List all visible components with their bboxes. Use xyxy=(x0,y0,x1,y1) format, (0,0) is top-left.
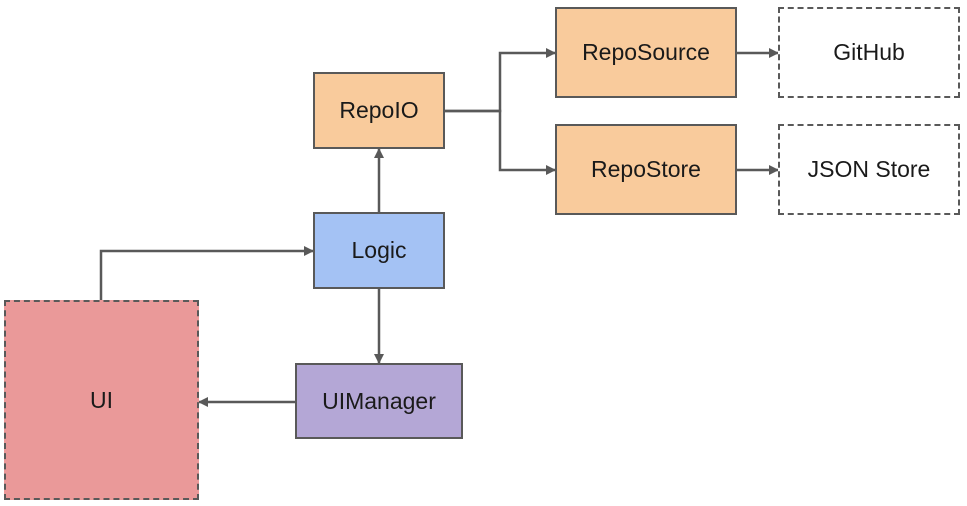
edge-repoio-to-repostore xyxy=(445,109,556,175)
logic-node: Logic xyxy=(313,212,445,289)
repostore-label: RepoStore xyxy=(591,156,701,182)
ui-label: UI xyxy=(90,386,113,413)
github-node: GitHub xyxy=(778,7,960,98)
ui-node: UI xyxy=(4,300,199,500)
reposource-label: RepoSource xyxy=(582,39,710,65)
repostore-node: RepoStore xyxy=(555,124,737,215)
json-store-node: JSON Store xyxy=(778,124,960,215)
json-store-label: JSON Store xyxy=(807,156,931,182)
edge-ui-to-logic xyxy=(99,246,314,300)
reposource-node: RepoSource xyxy=(555,7,737,98)
repoio-label: RepoIO xyxy=(339,97,419,123)
edge-repoio-to-reposource xyxy=(445,48,556,113)
uimanager-node: UIManager xyxy=(295,363,463,439)
repoio-node: RepoIO xyxy=(313,72,445,149)
uimanager-label: UIManager xyxy=(322,387,436,414)
logic-label: Logic xyxy=(351,237,407,263)
github-label: GitHub xyxy=(833,39,905,65)
